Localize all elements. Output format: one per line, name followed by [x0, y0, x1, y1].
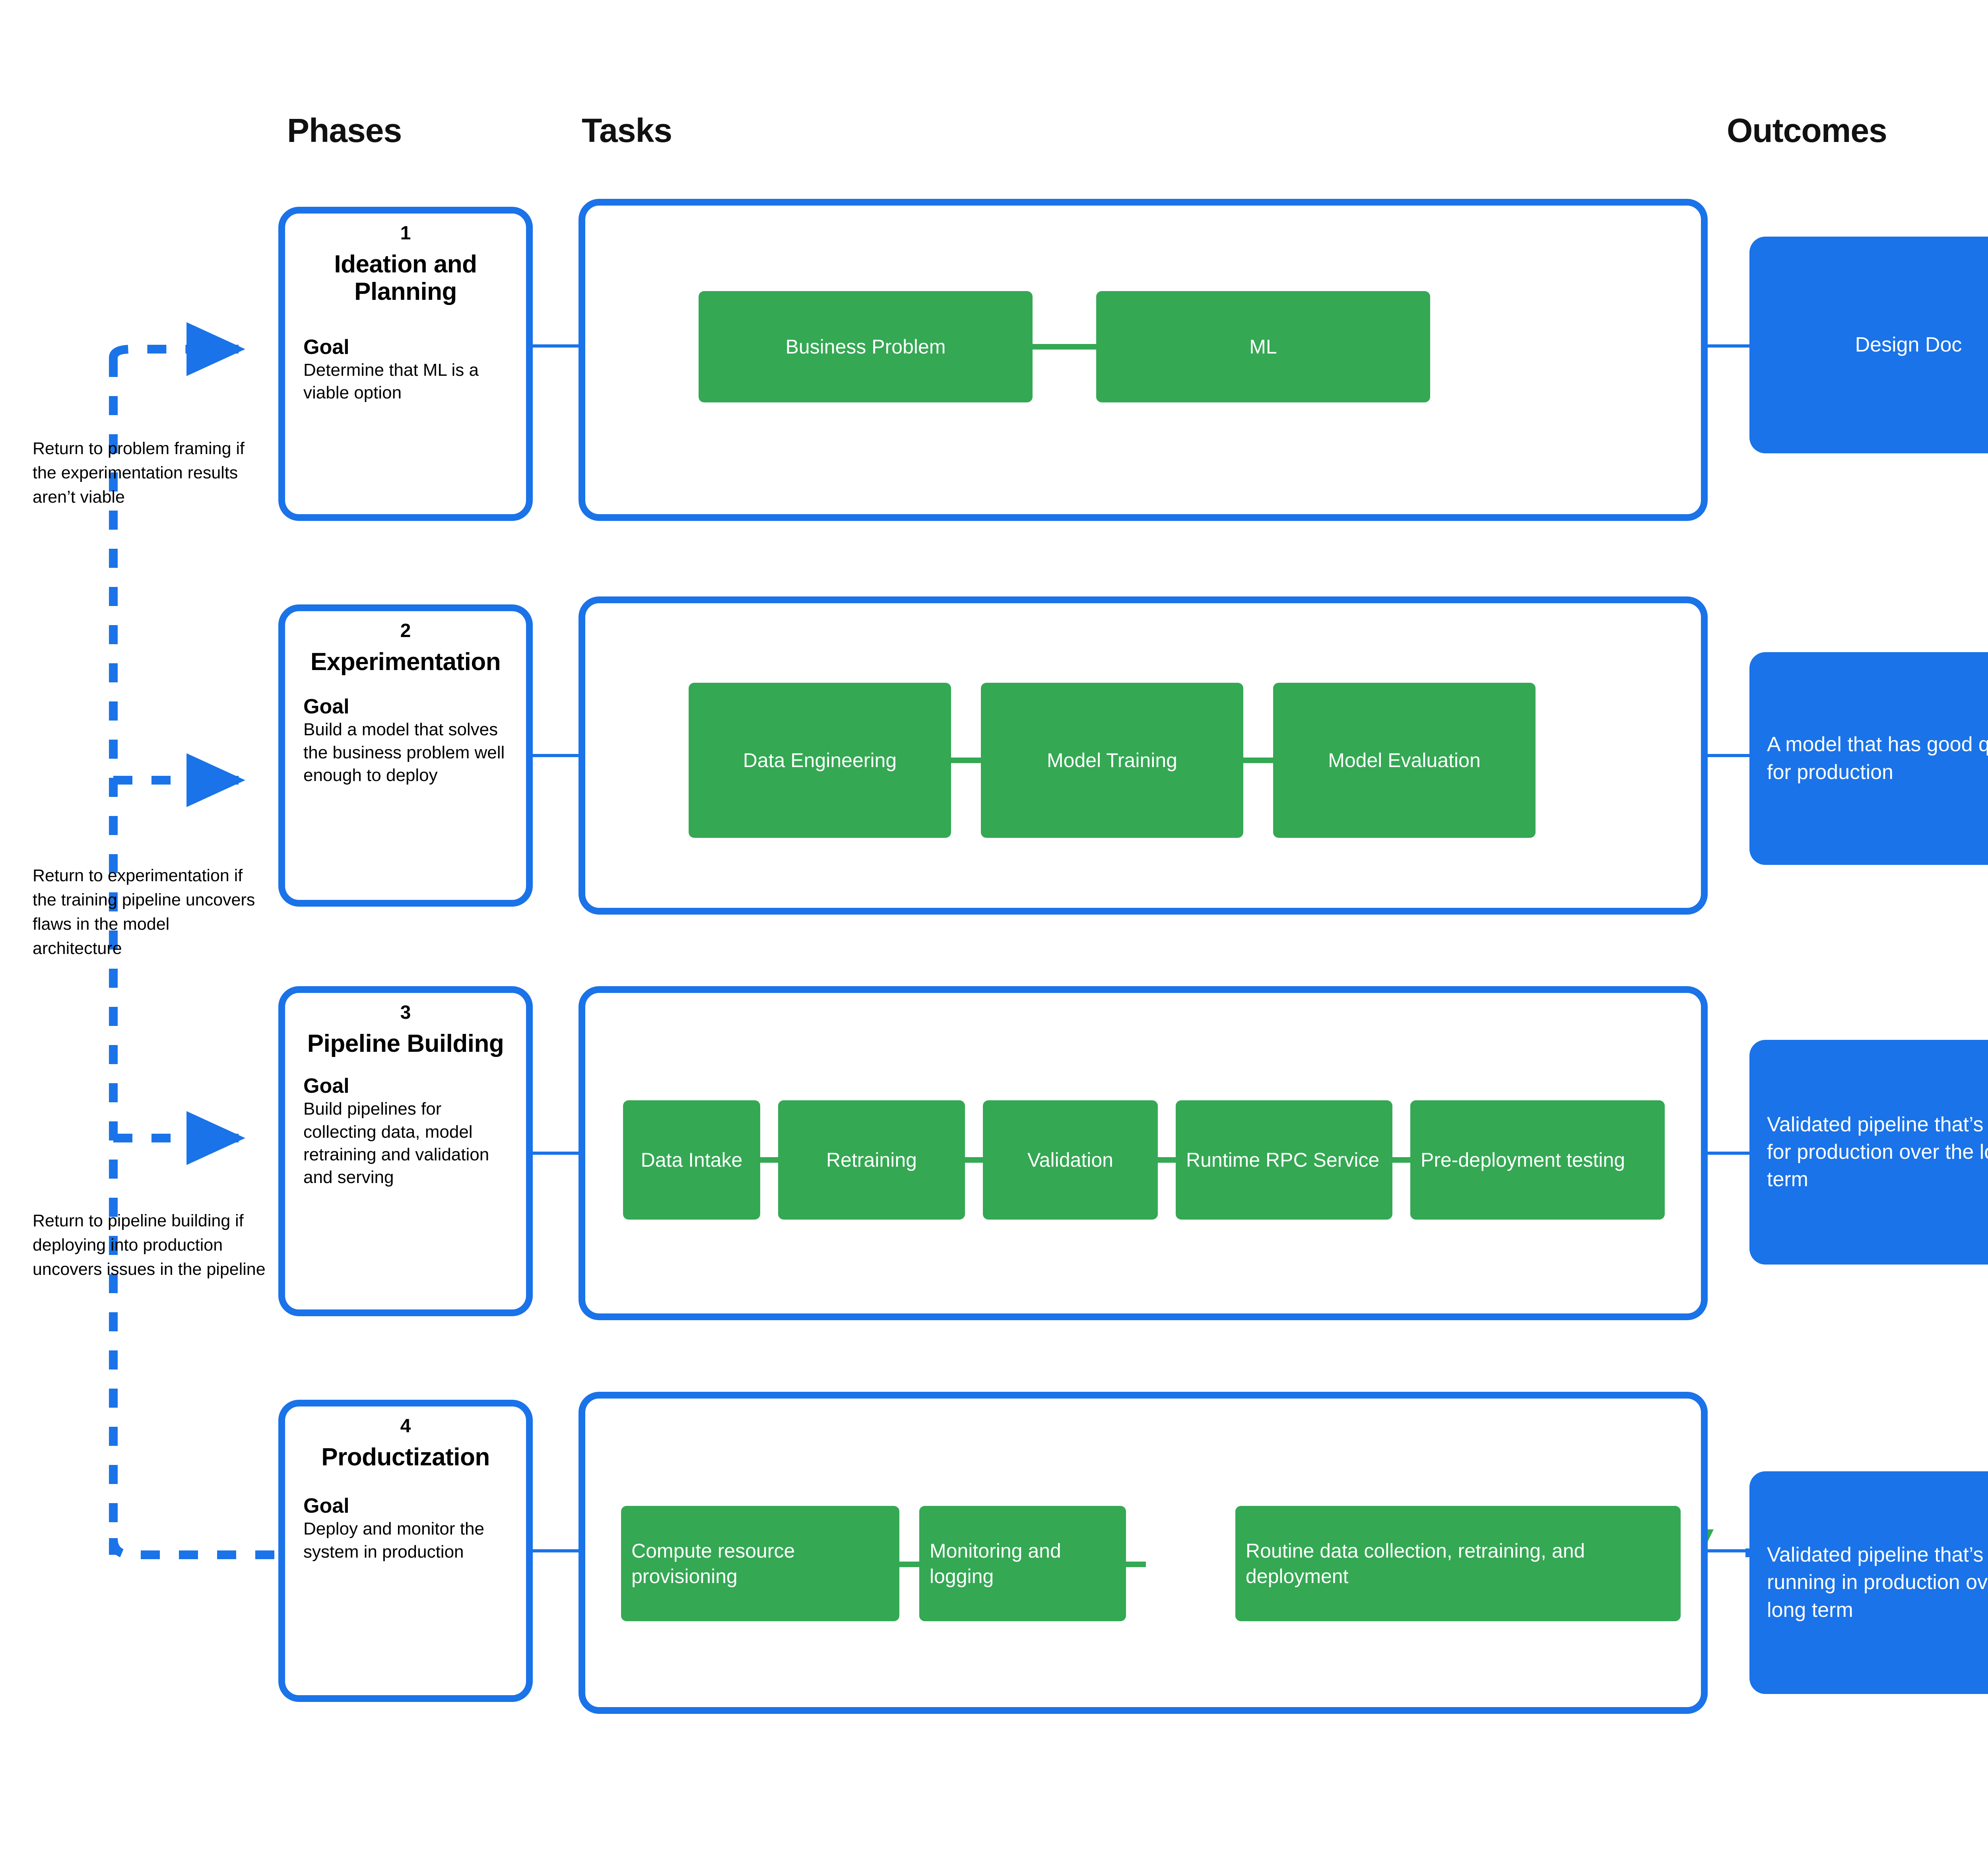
task-box[interactable]: Compute resource provisioning — [621, 1506, 899, 1621]
phase-goal-text: Deploy and monitor the system in product… — [303, 1519, 484, 1562]
tasks-panel-2: Data Engineering Model Training Model Ev… — [579, 596, 1708, 915]
task-connector — [965, 1157, 983, 1163]
tasks-panel-4: Compute resource provisioning Monitoring… — [579, 1392, 1708, 1714]
phase-title: Ideation and Planning — [334, 250, 477, 306]
feedback-return-from-phase-4 — [109, 1538, 274, 1559]
task-connector — [1126, 1562, 1146, 1567]
outcome-box-3[interactable]: Validated pipeline that’s ready for prod… — [1749, 1040, 1988, 1265]
task-box[interactable]: Model Training — [981, 683, 1243, 838]
task-box[interactable]: Model Evaluation — [1273, 683, 1536, 838]
outcome-box-2[interactable]: A model that has good quality for produc… — [1749, 652, 1988, 865]
task-box[interactable]: ML — [1096, 291, 1430, 402]
phase-card-1[interactable]: 1 Ideation and Planning Goal Determine t… — [278, 207, 533, 521]
task-box[interactable]: Monitoring and logging — [919, 1506, 1126, 1621]
connector-phase3-to-tasks3 — [533, 1152, 579, 1155]
task-connector — [1392, 1157, 1410, 1163]
phase-goal-text: Build pipelines for collecting data, mod… — [303, 1099, 489, 1187]
phase-number: 4 — [400, 1416, 411, 1437]
connector-tasks3-to-outcome3 — [1708, 1152, 1753, 1155]
feedback-note-return-to-pipeline-building: Return to pipeline building if deploying… — [33, 1211, 266, 1279]
feedback-note-return-to-problem-framing: Return to problem framing if the experim… — [33, 439, 245, 507]
column-header-phases: Phases — [287, 112, 402, 149]
phase-card-2[interactable]: 2 Experimentation Goal Build a model tha… — [278, 604, 533, 907]
task-box[interactable]: Runtime RPC Service — [1176, 1100, 1392, 1220]
task-box[interactable]: Validation — [983, 1100, 1158, 1220]
phase-goal-label: Goal — [303, 1074, 349, 1098]
phase-title: Experimentation — [310, 648, 501, 676]
phase-goal-label: Goal — [303, 1494, 349, 1518]
task-box[interactable]: Retraining — [778, 1100, 965, 1220]
outcome-box-4[interactable]: Validated pipeline that’s running in pro… — [1749, 1471, 1988, 1694]
task-connector — [760, 1157, 778, 1163]
outcome-box-1[interactable]: Design Doc — [1749, 237, 1988, 453]
task-box[interactable]: Business Problem — [699, 291, 1033, 402]
phase-goal-text: Build a model that solves the business p… — [303, 720, 505, 785]
connector-phase1-to-tasks1 — [533, 344, 579, 348]
phase-number: 2 — [400, 620, 411, 641]
task-box[interactable]: Data Engineering — [689, 683, 951, 838]
column-header-tasks: Tasks — [582, 112, 672, 149]
phase-goal-label: Goal — [303, 335, 349, 359]
phase-title: Pipeline Building — [307, 1030, 504, 1057]
phase-card-4[interactable]: 4 Productization Goal Deploy and monitor… — [278, 1400, 533, 1702]
column-header-outcomes: Outcomes — [1727, 112, 1887, 149]
phase-number: 1 — [400, 223, 411, 244]
phase-card-3[interactable]: 3 Pipeline Building Goal Build pipelines… — [278, 986, 533, 1316]
connector-phase2-to-tasks2 — [533, 754, 579, 757]
connector-phase4-to-tasks4 — [533, 1549, 579, 1552]
task-box[interactable]: Data Intake — [623, 1100, 760, 1220]
connector-tasks4-to-outcome4 — [1708, 1549, 1753, 1552]
task-box[interactable]: Pre-deployment testing — [1410, 1100, 1665, 1220]
connector-tasks2-to-outcome2 — [1708, 754, 1753, 757]
task-connector — [1158, 1157, 1176, 1163]
task-connector — [1033, 344, 1096, 350]
feedback-arrow-to-phase-1 — [109, 322, 245, 376]
feedback-note-return-to-experimentation: Return to experimentation if the trainin… — [33, 866, 255, 958]
task-connector — [899, 1562, 919, 1567]
phase-number: 3 — [400, 1002, 411, 1023]
phase-title: Productization — [321, 1443, 490, 1471]
task-box[interactable]: Routine data collection, retraining, and… — [1235, 1506, 1681, 1621]
task-connector — [1243, 758, 1273, 763]
tasks-panel-1: Business Problem ML — [579, 199, 1708, 521]
connector-tasks1-to-outcome1 — [1708, 344, 1753, 348]
phase-goal-text: Determine that ML is a viable option — [303, 360, 479, 403]
task-connector — [951, 758, 981, 763]
tasks-panel-3: Data Intake Retraining Validation Runtim… — [579, 986, 1708, 1320]
phase-goal-label: Goal — [303, 695, 349, 719]
